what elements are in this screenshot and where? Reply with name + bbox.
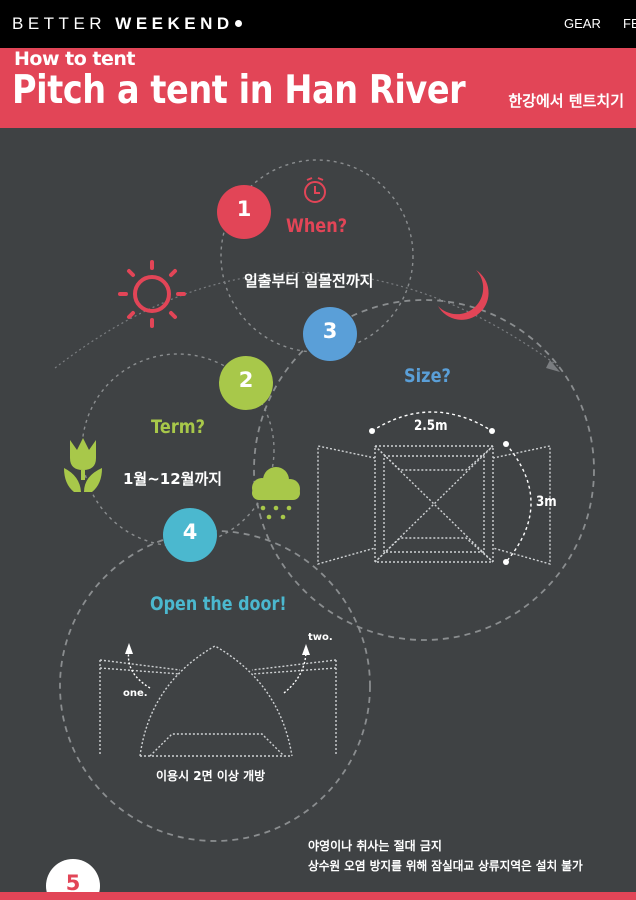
- infographic-drawing: [46, 159, 595, 900]
- step2-text: 1월~12월까지: [123, 470, 223, 488]
- step1-badge: [217, 185, 271, 239]
- day-arc-path: [54, 272, 559, 369]
- step1-number: 1: [236, 197, 252, 221]
- size-depth-arc: [505, 443, 532, 563]
- tent-top-view-diagram: [317, 445, 551, 565]
- step1-heading: When?: [286, 215, 348, 237]
- depth-arc-start-dot: [503, 441, 509, 447]
- clock-icon: [304, 177, 326, 203]
- step2-badge: [219, 356, 273, 410]
- circle-door-outline: [59, 530, 371, 842]
- logo-part2: WEEKEND: [115, 14, 234, 33]
- step4-badge: [163, 508, 217, 562]
- note-line2: 상수원 오염 방지를 위해 잠실대교 상류지역은 설치 불가: [308, 859, 583, 873]
- step2-number: 2: [238, 368, 254, 392]
- circle-size-outline: [253, 299, 595, 641]
- infographic-area: 1 2 3 4 5 When? 일출부터 일몰전까지 Term? 1월~12월까…: [0, 128, 636, 900]
- door-one-label: one.: [123, 688, 148, 699]
- size-width-label: 2.5m: [414, 418, 448, 434]
- banner-subtitle: How to tent: [14, 48, 135, 70]
- step4-heading: Open the door!: [150, 593, 287, 615]
- nav-gear-link[interactable]: GEAR: [564, 16, 601, 31]
- step3-number: 3: [322, 319, 338, 343]
- sun-icon: [118, 260, 186, 328]
- depth-arc-end-dot: [503, 559, 509, 565]
- banner-korean-title: 한강에서 텐트치기: [508, 92, 624, 110]
- bottom-strip: [0, 892, 636, 900]
- logo-dot-icon: [234, 20, 242, 27]
- step1-text: 일출부터 일몰전까지: [244, 272, 374, 290]
- door-two-label: two.: [308, 632, 333, 643]
- site-logo[interactable]: BETTER WEEKEND: [12, 14, 242, 34]
- tulip-icon: [64, 438, 102, 492]
- circle-when-outline: [220, 159, 414, 353]
- step5-number: 5: [65, 871, 81, 895]
- door-two-arrow-icon: [302, 644, 310, 655]
- step5-badge: [46, 859, 100, 900]
- banner-title: Pitch a tent in Han River: [12, 68, 466, 113]
- step2-heading: Term?: [151, 416, 205, 438]
- door-one-arrow-icon: [125, 643, 133, 654]
- title-banner: How to tent Pitch a tent in Han River 한강…: [0, 48, 636, 128]
- nav-fe-link[interactable]: FE: [623, 16, 636, 31]
- door-arrows: [127, 649, 307, 694]
- size-depth-label: 3m: [536, 494, 557, 510]
- width-arc-start-dot: [369, 428, 375, 434]
- width-arc-end-dot: [489, 428, 495, 434]
- moon-icon: [438, 270, 489, 320]
- logo-part1: BETTER: [12, 14, 107, 33]
- tent-door-diagram: [99, 645, 337, 757]
- step3-heading: Size?: [404, 365, 451, 387]
- note-line1: 야영이나 취사는 절대 금지: [308, 839, 442, 853]
- day-arc-arrow-icon: [546, 360, 560, 372]
- step3-badge: [303, 307, 357, 361]
- top-nav-bar: BETTER WEEKEND GEAR FE: [0, 0, 636, 48]
- step4-text: 이용시 2면 이상 개방: [156, 769, 266, 783]
- rain-cloud-icon: [252, 467, 300, 520]
- step4-number: 4: [182, 520, 198, 544]
